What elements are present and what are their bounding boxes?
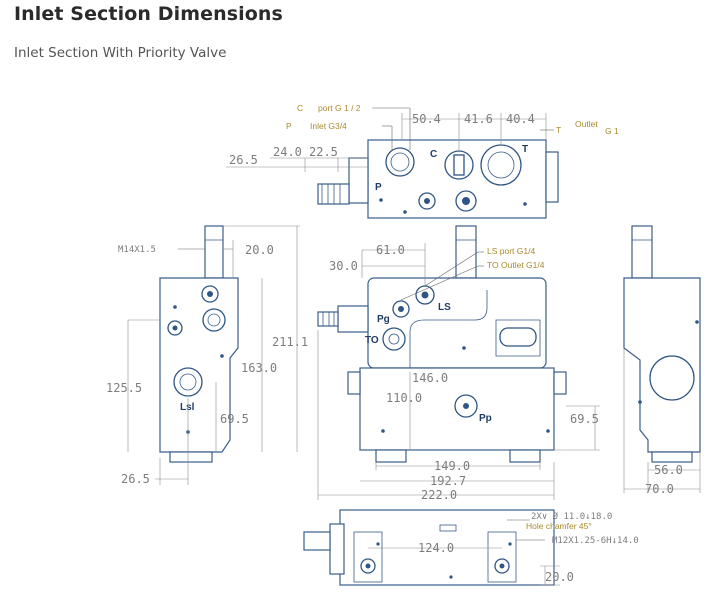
left-dim-20-0: 20.0 (245, 243, 274, 257)
left-thread-label: M14X1.5 (118, 245, 156, 255)
left-dim-26-5: 26.5 (121, 472, 150, 486)
bottom-thread-spec: M12X1.25-6H↓14.0 (552, 536, 639, 546)
bottom-chamfer-note: Hole chamfer 45° (526, 521, 592, 531)
top-dim-24-0: 24.0 (273, 145, 302, 159)
bottom-view-adjuster (303, 531, 331, 551)
front-view-top-boss (455, 225, 477, 279)
page-subtitle: Inlet Section With Priority Valve (14, 45, 227, 61)
top-dim-26-5: 26.5 (229, 153, 258, 167)
left-view-top-boss (204, 225, 224, 279)
front-dim-69-5: 69.5 (570, 412, 599, 426)
page-title: Inlet Section Dimensions (14, 3, 283, 25)
front-view: Pg LS TO Pp 61.0 30.0 146.0 110.0 69.5 1… (317, 225, 600, 502)
right-view: 56.0 70.0 (623, 225, 701, 496)
left-dim-163-0: 163.0 (241, 361, 277, 375)
front-dim-61-0: 61.0 (376, 243, 405, 257)
front-dim-30-0: 30.0 (329, 259, 358, 273)
left-dim-69-5: 69.5 (220, 412, 249, 426)
right-dim-56-0: 56.0 (654, 463, 683, 477)
c-port-text: port G 1 / 2 (318, 103, 361, 113)
outlet-thread: G 1 (605, 126, 619, 136)
top-port-label-p: P (375, 182, 382, 193)
front-view-logo-plate (499, 327, 537, 347)
top-port-label-t: T (522, 144, 528, 155)
front-dim-192-7: 192.7 (430, 474, 466, 488)
c-port-letter: C (297, 103, 303, 113)
bottom-hole-spec: 2X∨ Ø 11.0↓18.0 (531, 511, 612, 522)
front-dim-146-0: 146.0 (412, 371, 448, 385)
t-port-letter: T (556, 125, 561, 135)
top-dim-40-4: 40.4 (506, 112, 535, 126)
top-dim-50-4: 50.4 (412, 112, 441, 126)
top-view-left-boss (348, 157, 369, 204)
bottom-view-body (339, 509, 555, 586)
left-view-foot (169, 451, 213, 463)
front-dim-110-0: 110.0 (386, 391, 422, 405)
bottom-dim-20-0: 20.0 (545, 570, 574, 584)
front-view-adjuster (337, 305, 369, 333)
p-port-letter: P (286, 121, 292, 131)
top-port-label-c: C (430, 149, 437, 160)
bottom-view: 124.0 20.0 2X∨ Ø 11.0↓18.0 Hole chamfer … (303, 509, 639, 586)
front-port-label-to: TO (365, 335, 379, 346)
to-port-callout: TO Outlet G1/4 (487, 260, 545, 270)
left-view: Lsl M14X1.5 20.0 211.1 163.0 125.5 69.5 … (106, 225, 308, 486)
ls-port-callout: LS port G1/4 (487, 246, 535, 256)
top-dim-22-5: 22.5 (309, 145, 338, 159)
left-dim-211-1: 211.1 (272, 335, 308, 349)
top-view: P C T 50.4 41.6 40.4 26.5 24.0 22.5 C po… (226, 103, 619, 219)
front-dim-222-0: 222.0 (421, 488, 457, 502)
top-dim-41-6: 41.6 (464, 112, 493, 126)
front-port-label-pp: Pp (479, 413, 492, 424)
top-view-right-flange (545, 151, 559, 203)
left-port-label-lsl: Lsl (180, 402, 195, 413)
right-view-port (649, 355, 695, 401)
c-port-circle (385, 147, 415, 177)
top-view-adjuster (317, 183, 350, 205)
outlet-label: Outlet (575, 119, 598, 129)
front-view-lower-body (359, 367, 555, 451)
p-port-text: Inlet G3/4 (310, 121, 347, 131)
front-port-label-ls: LS (438, 302, 451, 313)
right-dim-70-0: 70.0 (645, 482, 674, 496)
left-dim-125-5: 125.5 (106, 381, 142, 395)
front-port-label-pg: Pg (377, 314, 390, 325)
bottom-dim-124-0: 124.0 (418, 541, 454, 555)
left-view-lsl-port (173, 367, 203, 397)
t-port-circle (480, 144, 522, 186)
front-view-to-port (382, 327, 406, 351)
front-view-upper-body (367, 277, 547, 369)
front-dim-149-0: 149.0 (434, 459, 470, 473)
right-view-top-boss (631, 225, 653, 279)
